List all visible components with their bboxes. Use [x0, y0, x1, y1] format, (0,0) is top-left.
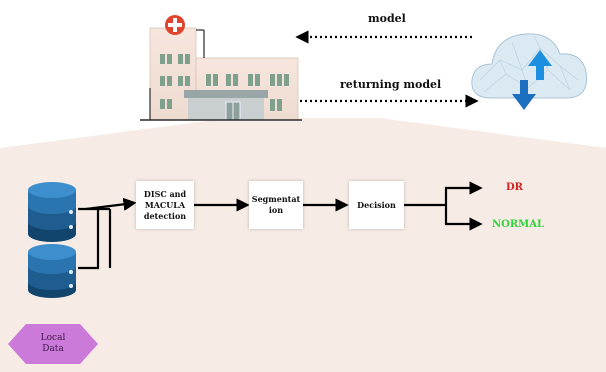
decision-step: Decision [349, 181, 404, 229]
database-icon [28, 182, 76, 242]
model-label: model [368, 12, 406, 25]
local-data-shape [8, 324, 98, 364]
outcome-dr: DR [506, 182, 523, 193]
outcome-normal: NORMAL [492, 219, 545, 230]
disc-macula-detection-step: DISC and MACULA detection [136, 181, 194, 229]
segmentation-step: Segmentat ion [249, 181, 303, 229]
local-site-panel [0, 118, 606, 372]
hospital-icon [140, 15, 302, 121]
returning-model-label: returning model [340, 78, 442, 91]
local-data-label: Local Data [40, 333, 66, 354]
pipeline-connectors [78, 181, 483, 270]
database-icon [28, 244, 76, 298]
cloud-icon [471, 33, 588, 110]
